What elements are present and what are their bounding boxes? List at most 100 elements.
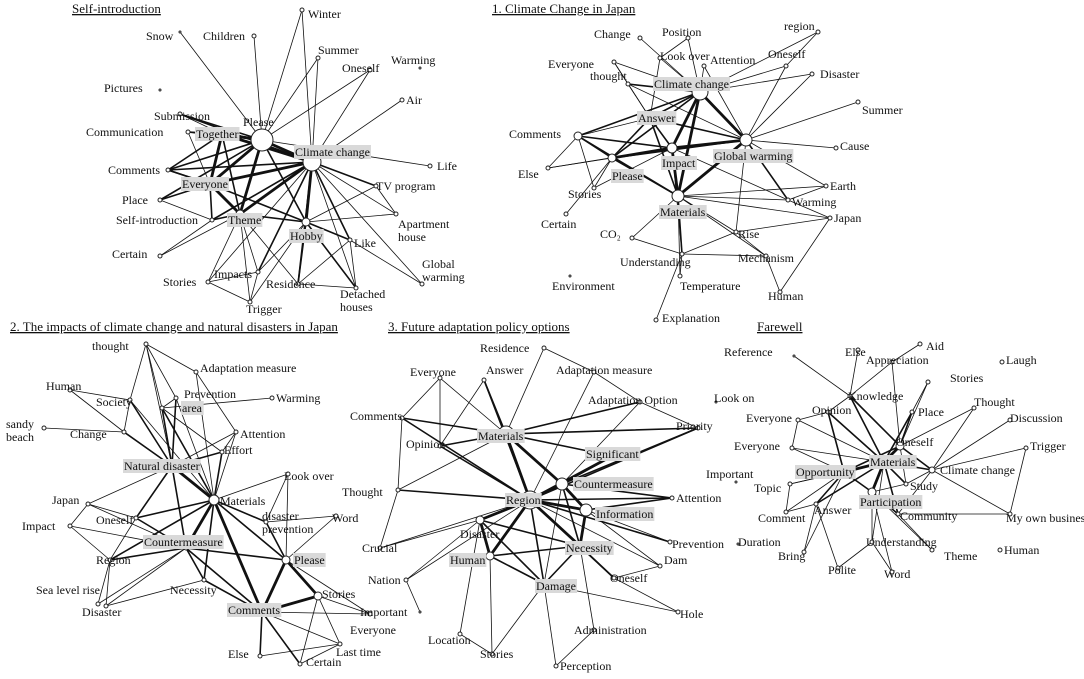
edge-future-adaptation-policy-disaster-necessity — [479, 519, 581, 547]
node-climate-change-in-japan-rise — [733, 229, 739, 235]
node-impacts-natural-disasters-prevention — [173, 395, 179, 401]
node-label-future-adaptation-policy-information: Information — [596, 507, 653, 521]
node-farewell-stories — [925, 379, 931, 385]
node-label-impacts-natural-disasters-warming: Warming — [276, 391, 320, 405]
node-label-group-future-adaptation-policy-adoption: Adaptation Option — [588, 393, 678, 407]
edge-climate-change-in-japan-climate-global — [698, 90, 748, 142]
node-label-group-future-adaptation-policy-perception: Perception — [560, 659, 611, 673]
node-label-climate-change-in-japan-lookover: Look over — [660, 49, 710, 63]
node-label-self-introduction-pictures: Pictures — [104, 81, 143, 95]
edge-self-introduction-please-winter — [261, 9, 303, 141]
node-label-group-impacts-natural-disasters-thought: thought — [92, 339, 129, 353]
node-impacts-natural-disasters-please — [281, 555, 291, 565]
node-label-group-farewell-community: Community — [900, 509, 957, 523]
node-climate-change-in-japan-japan — [827, 215, 833, 221]
node-label-highlight-future-adaptation-policy-region — [505, 493, 542, 507]
node-label-group-future-adaptation-policy-priority: Priority — [676, 419, 713, 433]
node-self-introduction-pictures — [158, 88, 162, 92]
node-label-group-climate-change-in-japan-co2: CO₂ — [600, 227, 621, 241]
node-farewell-laugh — [999, 359, 1005, 365]
node-label-self-introduction-snow: Snow — [146, 29, 174, 43]
node-self-introduction-tv — [373, 183, 379, 189]
node-label-group-impacts-natural-disasters-certain: Certain — [306, 655, 341, 669]
node-label-group-future-adaptation-policy-residence: Residence — [480, 341, 529, 355]
node-label-impacts-natural-disasters-comments: Comments — [228, 603, 280, 617]
node-label-group-farewell-stories: Stories — [950, 371, 984, 385]
node-impacts-natural-disasters-sealevel — [95, 601, 101, 607]
edge-climate-change-in-japan-lookover-position — [659, 37, 689, 59]
node-impacts-natural-disasters-lookover — [285, 471, 291, 477]
node-farewell-word — [889, 569, 895, 575]
node-label-self-introduction-warming: Warming — [391, 53, 435, 67]
edge-climate-change-in-japan-understanding-temperature — [679, 253, 683, 277]
edge-future-adaptation-policy-region-dam — [529, 499, 661, 567]
node-label-future-adaptation-policy-location: Location — [428, 633, 471, 647]
node-label-group-climate-change-in-japan-understanding: Understanding — [620, 255, 691, 269]
node-label-farewell-polite: Polite — [828, 563, 856, 577]
edge-climate-change-in-japan-please-certain — [565, 157, 613, 215]
edge-farewell-answer-polite — [815, 503, 839, 569]
node-label-group-impacts-natural-disasters-oneself: Oneself — [96, 513, 133, 527]
node-climate-change-in-japan-environment — [568, 274, 572, 278]
edge-climate-change-in-japan-comments-stories — [577, 135, 595, 189]
edge-self-introduction-together-everyone — [208, 132, 224, 186]
node-label-climate-change-in-japan-attention: Attention — [710, 53, 755, 67]
node-farewell-business — [1007, 511, 1013, 517]
node-self-introduction-apartment — [393, 211, 399, 217]
node-label-group-impacts-natural-disasters-disaster: Disaster — [82, 605, 121, 619]
edge-impacts-natural-disasters-stories-lasttime — [317, 595, 341, 645]
node-label-farewell-stories: Stories — [950, 371, 984, 385]
node-label-group-climate-change-in-japan-mechanism: Mechanism — [738, 251, 795, 265]
node-label-impacts-natural-disasters-effort: Effort — [224, 443, 253, 457]
node-self-introduction-submission — [177, 111, 183, 117]
node-impacts-natural-disasters-region — [107, 557, 113, 563]
node-future-adaptation-policy-hole — [675, 609, 681, 615]
node-future-adaptation-policy-adoption — [637, 399, 643, 405]
node-label-self-introduction-please: Please — [243, 115, 274, 129]
node-label-group-climate-change-in-japan-temperature: Temperature — [680, 279, 740, 293]
edge-future-adaptation-policy-everyone-comments — [401, 377, 441, 419]
node-label-farewell-important: Important — [706, 467, 754, 481]
edge-farewell-oneself-place — [899, 411, 913, 447]
edge-impacts-natural-disasters-materials-adaptation — [195, 371, 215, 501]
node-label-self-introduction-residence: Residence — [266, 277, 315, 291]
node-label-farewell-climate: Climate change — [940, 463, 1015, 477]
node-impacts-natural-disasters-materials — [208, 494, 220, 506]
edge-future-adaptation-policy-administration-perception — [555, 629, 595, 667]
edge-impacts-natural-disasters-certain-lasttime — [299, 643, 341, 665]
edge-climate-change-in-japan-global-thought — [627, 83, 747, 141]
node-label-climate-change-in-japan-warming: Warming — [792, 195, 836, 209]
node-label-group-impacts-natural-disasters-word: Word — [332, 511, 358, 525]
node-label-group-farewell-materials: Materials — [869, 455, 917, 469]
node-label-group-climate-change-in-japan-everyone: Everyone — [548, 57, 594, 71]
node-label-group-climate-change-in-japan-rise: Rise — [738, 227, 759, 241]
node-label-highlight-self-introduction-together — [195, 127, 240, 141]
node-label-group-farewell-laugh: Laugh — [1006, 353, 1037, 367]
node-label-group-self-introduction-tv: TV program — [376, 179, 436, 193]
edge-impacts-natural-disasters-area-prevention — [161, 397, 177, 409]
node-label-self-introduction-climate: Climate change — [295, 145, 370, 159]
node-label-group-self-introduction-together: Together — [195, 127, 240, 141]
node-label-group-self-introduction-air: Air — [406, 93, 422, 107]
node-label-climate-change-in-japan-earth: Earth — [830, 179, 856, 193]
edge-climate-change-in-japan-comments-else — [547, 135, 579, 169]
node-label-future-adaptation-policy-answer: Answer — [486, 363, 523, 377]
node-climate-change-in-japan-please — [607, 153, 617, 163]
edge-farewell-understanding-word — [871, 541, 893, 573]
node-future-adaptation-policy-human — [485, 551, 495, 561]
node-label-group-self-introduction-hobby: Hobby — [289, 229, 324, 243]
node-label-self-introduction-oneself: Oneself — [342, 61, 379, 75]
node-label-farewell-oneself: Oneself — [896, 435, 933, 449]
edge-climate-change-in-japan-everyone-thought — [613, 61, 629, 85]
node-label-group-farewell-human: Human — [1004, 543, 1039, 557]
node-label-future-adaptation-policy-disaster: Disaster — [460, 527, 499, 541]
node-self-introduction-place — [157, 197, 163, 203]
node-label-farewell-study: Study — [910, 479, 938, 493]
node-future-adaptation-policy-answer — [481, 377, 487, 383]
node-farewell-trigger — [1023, 445, 1029, 451]
node-label-future-adaptation-policy-crucial: Crucial — [362, 541, 398, 555]
edge-farewell-appreciation-aid — [891, 343, 921, 363]
node-label-future-adaptation-policy-attention: Attention — [676, 491, 721, 505]
